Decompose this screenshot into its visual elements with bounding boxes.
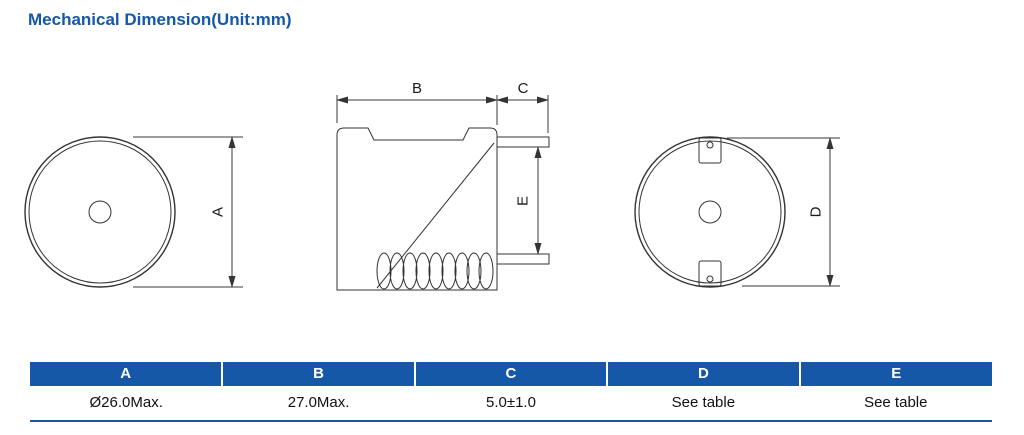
dim-label-a: A bbox=[210, 207, 227, 217]
dim-label-c: C bbox=[518, 80, 529, 97]
front-center-hole bbox=[88, 200, 112, 224]
table-cell-c: 5.0±1.0 bbox=[414, 386, 608, 421]
table-row: Ø26.0Max. 27.0Max. 5.0±1.0 See table See… bbox=[30, 386, 992, 421]
front-outline-circle bbox=[24, 136, 176, 288]
back-view: D bbox=[634, 136, 840, 288]
table-cell-e: See table bbox=[799, 386, 992, 421]
mechanical-drawing: A B C E bbox=[24, 80, 840, 291]
dim-label-e: E bbox=[515, 196, 532, 206]
table-header-c: C bbox=[414, 362, 609, 386]
back-bottom-tab bbox=[698, 260, 722, 287]
table-cell-a: Ø26.0Max. bbox=[30, 386, 223, 421]
back-top-tab bbox=[698, 137, 722, 164]
bottom-pin bbox=[496, 253, 550, 265]
table-cell-b: 27.0Max. bbox=[222, 386, 415, 421]
table-header-e: E bbox=[799, 362, 992, 386]
top-pin bbox=[496, 136, 550, 148]
dim-label-d: D bbox=[808, 206, 825, 217]
back-inner-circle bbox=[638, 140, 782, 284]
side-diagonal-line bbox=[376, 142, 495, 289]
table-header-b: B bbox=[222, 362, 416, 386]
coil-winding bbox=[376, 252, 494, 290]
table-header-a: A bbox=[30, 362, 224, 386]
back-center-hole bbox=[698, 200, 722, 224]
dim-label-b: B bbox=[412, 80, 422, 97]
back-bottom-tab-hole bbox=[706, 275, 714, 283]
back-top-tab-hole bbox=[706, 141, 714, 149]
side-body-outline bbox=[336, 127, 498, 291]
dimension-table: A B C D E Ø26.0Max. 27.0Max. 5.0±1.0 See… bbox=[30, 362, 992, 422]
page-title: Mechanical Dimension(Unit:mm) bbox=[28, 10, 292, 29]
front-inner-circle bbox=[28, 140, 172, 284]
side-view: B C E bbox=[336, 80, 550, 291]
table-cell-d: See table bbox=[607, 386, 800, 421]
table-header-d: D bbox=[607, 362, 801, 386]
table-header-row: A B C D E bbox=[30, 362, 992, 386]
front-view: A bbox=[24, 136, 243, 288]
back-outline-circle bbox=[634, 136, 786, 288]
